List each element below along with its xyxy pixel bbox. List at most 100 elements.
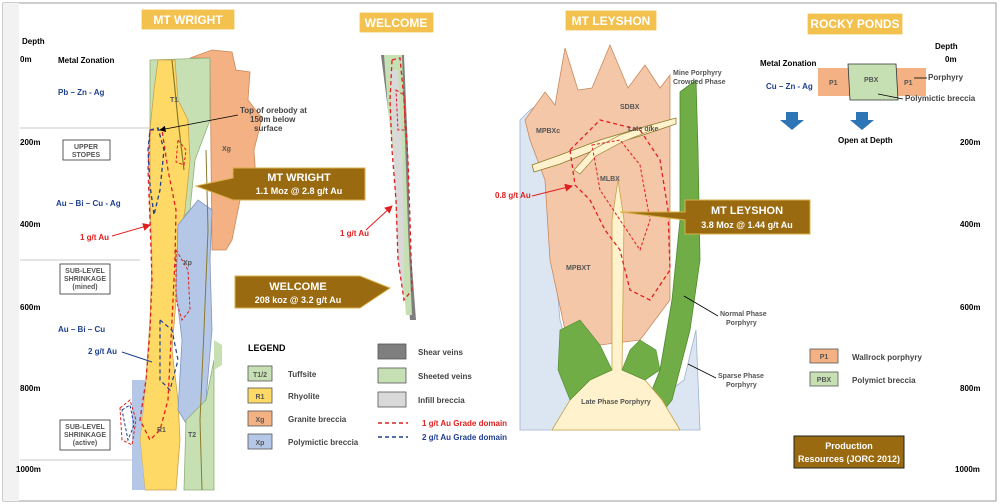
mine-porphyry-label: Crowded Phase <box>673 79 726 86</box>
header-welcome: WELCOME <box>358 11 435 34</box>
legend-item-polymictic-breccia: Xp Polymictic breccia <box>247 433 359 450</box>
down-arrow-icon <box>780 112 804 130</box>
callout-mt-leyshon: MT LEYSHON 3.8 Moz @ 1.44 g/t Au <box>619 199 811 235</box>
side-band <box>3 3 19 501</box>
metal-zonation-title: Metal Zonation <box>58 56 115 65</box>
unit-label-mpbxt: MPBXT <box>566 265 591 272</box>
normal-phase-label: Porphyry <box>726 320 757 327</box>
depth-tick: 0m <box>945 55 957 64</box>
unit-label-mpbxc: MPBXc <box>536 128 560 135</box>
unit-label-late-dike: Late dike <box>628 126 658 133</box>
svg-text:Polymict breccia: Polymict breccia <box>852 376 916 385</box>
welcome-grade-domain <box>389 57 413 302</box>
depth-tick: 600m <box>20 303 40 312</box>
svg-text:(mined): (mined) <box>72 284 97 291</box>
stope-box-sublevel-mined: SUB-LEVEL SHRINKAGE (mined) <box>59 263 111 295</box>
svg-text:Granite breccia: Granite breccia <box>288 415 347 424</box>
svg-text:MT LEYSHON: MT LEYSHON <box>572 14 651 28</box>
header-mt-leyshon: MT LEYSHON <box>564 9 658 32</box>
stope-box-sublevel-active: SUB-LEVEL SHRINKAGE (active) <box>59 419 111 451</box>
rp-legend-item-polymict: PBX Polymict breccia <box>809 371 916 387</box>
sparse-phase-label: Porphyry <box>726 382 757 389</box>
unit-label-r1: R1 <box>157 427 166 434</box>
svg-text:1 g/t Au Grade domain: 1 g/t Au Grade domain <box>422 419 507 428</box>
svg-text:Rhyolite: Rhyolite <box>288 392 320 401</box>
legend: LEGEND T1/2 Tuffsite R1 Rhyolite Xg Gran… <box>247 343 507 450</box>
svg-text:P1: P1 <box>820 354 829 361</box>
header-mt-wright: MT WRIGHT <box>140 8 236 31</box>
svg-text:Infill breccia: Infill breccia <box>418 396 465 405</box>
grade-domain-1gt <box>139 129 177 442</box>
depth-gridlines <box>20 127 150 461</box>
production-resources-box: Production Resources (JORC 2012) <box>793 435 905 469</box>
zone-label: Pb – Zn - Ag <box>58 88 104 97</box>
mt-wright-section: T1 Xg Xp R1 T2 Top of orebody at 150m be… <box>80 49 307 491</box>
svg-text:Polymictic breccia: Polymictic breccia <box>288 438 359 447</box>
depth-tick: 200m <box>20 138 40 147</box>
metal-zonation: Metal Zonation Pb – Zn - Ag Au – Bi – Cu… <box>56 56 121 334</box>
legend-item-tuffsite: T1/2 Tuffsite <box>247 365 317 382</box>
svg-text:Tuffsite: Tuffsite <box>288 370 317 379</box>
top-orebody-label: 150m below <box>250 115 296 124</box>
depth-axis-title: Depth <box>22 37 45 46</box>
depth-tick: 1000m <box>16 465 41 474</box>
svg-text:Wallrock porphyry: Wallrock porphyry <box>852 353 922 362</box>
top-orebody-arrow <box>159 114 239 133</box>
svg-text:208 koz @ 3.2 g/t Au: 208 koz @ 3.2 g/t Au <box>255 295 341 305</box>
svg-text:ROCKY PONDS: ROCKY PONDS <box>810 17 899 31</box>
svg-text:MT LEYSHON: MT LEYSHON <box>711 205 783 217</box>
open-at-depth-label: Open at Depth <box>838 136 893 145</box>
svg-text:SHRINKAGE: SHRINKAGE <box>64 276 106 283</box>
unit-label-t2: T2 <box>188 432 196 439</box>
rocky-ponds-section: Metal Zonation Cu – Zn - Ag P1 P1 PBX Po… <box>760 59 976 145</box>
depth-tick: 800m <box>960 384 980 393</box>
unit-label-xp: Xp <box>183 260 192 267</box>
grade-domain-2gt <box>147 127 165 216</box>
svg-text:PBX: PBX <box>817 377 832 384</box>
unit-label-t1: T1 <box>170 97 178 104</box>
depth-tick: 400m <box>960 220 980 229</box>
rp-legend-item-wallrock: P1 Wallrock porphyry <box>809 348 922 364</box>
unit-label-late-phase: Late Phase Porphyry <box>581 399 651 406</box>
svg-text:P1: P1 <box>829 80 838 87</box>
svg-text:Xp: Xp <box>256 440 265 447</box>
depth-tick: 600m <box>960 303 980 312</box>
svg-text:Sheeted veins: Sheeted veins <box>418 372 472 381</box>
mt-leyshon-section: SDBX MPBXc Late dike MLBX MPBXT Late Pha… <box>495 43 767 431</box>
rp-porphyry-label: Porphyry <box>928 73 964 82</box>
legend-item-rhyolite: R1 Rhyolite <box>247 387 320 404</box>
legend-item-1gt-domain: 1 g/t Au Grade domain <box>378 419 507 428</box>
top-orebody-label: surface <box>254 124 283 133</box>
xg-granite-breccia <box>189 49 263 251</box>
svg-text:3.8 Moz @ 1.44 g/t Au: 3.8 Moz @ 1.44 g/t Au <box>701 220 792 230</box>
rp-zonation-title: Metal Zonation <box>760 59 817 68</box>
depth-axis-left: Depth 0m 200m 400m 600m 800m 1000m <box>16 37 45 474</box>
legend-item-granite-breccia: Xg Granite breccia <box>247 410 347 427</box>
depth-axis-title: Depth <box>935 42 958 51</box>
depth-tick: 400m <box>20 220 40 229</box>
sparse-phase-label: Sparse Phase <box>718 373 764 380</box>
welcome-grade-label: 1 g/t Au <box>340 229 369 238</box>
rp-pbx-breccia <box>847 63 899 101</box>
svg-text:Production: Production <box>825 441 873 451</box>
rp-zone-label: Cu – Zn - Ag <box>766 82 813 91</box>
svg-text:T1/2: T1/2 <box>253 372 267 379</box>
svg-text:(active): (active) <box>73 440 98 447</box>
unit-label-sdbx: SDBX <box>620 104 640 111</box>
leyshon-grade-domain <box>569 119 671 301</box>
legend-item-sheeted-veins: Sheeted veins <box>377 367 472 384</box>
mine-porphyry-label: Mine Porphyry <box>673 70 722 77</box>
zone-label: Au – Bi – Cu - Ag <box>56 199 121 208</box>
legend-item-shear-veins: Shear veins <box>377 343 463 360</box>
r1-rhyolite <box>139 59 191 491</box>
svg-text:WELCOME: WELCOME <box>365 16 428 30</box>
rp-legend: P1 Wallrock porphyry PBX Polymict brecci… <box>809 348 922 387</box>
svg-text:Xg: Xg <box>256 417 265 424</box>
svg-text:SUB-LEVEL: SUB-LEVEL <box>65 268 105 275</box>
leyshon-breccia-body <box>524 43 671 346</box>
t2-tuffsite <box>183 359 215 491</box>
svg-text:Resources (JORC 2012): Resources (JORC 2012) <box>798 454 900 464</box>
svg-text:STOPES: STOPES <box>72 152 101 159</box>
